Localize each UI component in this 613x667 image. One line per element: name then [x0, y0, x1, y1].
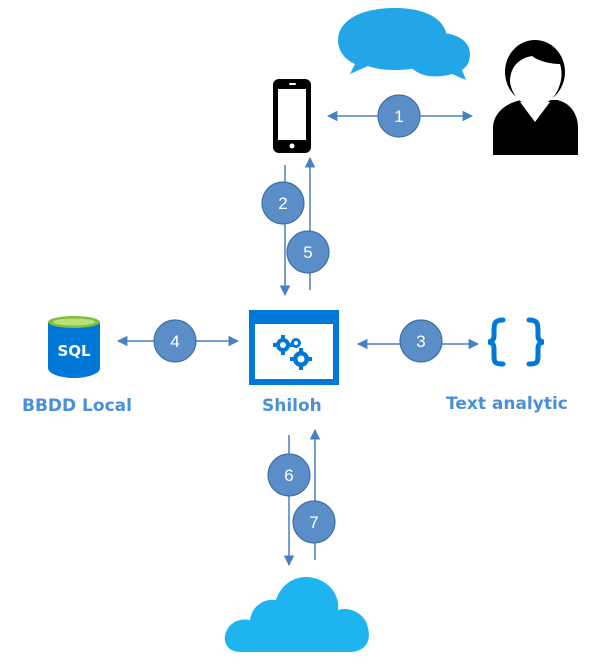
text-analytic-label: Text analytic — [446, 394, 568, 414]
step-1: 1 — [377, 94, 421, 138]
step-5-number: 5 — [303, 243, 312, 262]
cloud-icon — [224, 576, 369, 652]
app-window-gears-icon — [249, 310, 339, 385]
local-db-label: BBDD Local — [22, 396, 132, 416]
step-6: 6 — [267, 453, 311, 497]
step-3: 3 — [399, 319, 443, 363]
step-7-number: 7 — [309, 513, 318, 532]
step-4-number: 4 — [170, 332, 179, 351]
curly-braces-icon — [487, 317, 545, 367]
smartphone-icon — [273, 79, 311, 153]
step-4: 4 — [153, 319, 197, 363]
sql-database-icon: SQL — [48, 316, 100, 378]
step-7: 7 — [292, 500, 336, 544]
step-2-number: 2 — [278, 194, 287, 213]
step-2: 2 — [261, 181, 305, 225]
app-label: Shiloh — [262, 396, 322, 416]
step-5: 5 — [286, 230, 330, 274]
step-6-number: 6 — [284, 466, 293, 485]
user-person-icon — [493, 40, 578, 155]
chat-bubbles-icon — [338, 8, 470, 80]
step-3-number: 3 — [416, 332, 425, 351]
step-1-number: 1 — [394, 107, 403, 126]
sql-icon-text: SQL — [57, 342, 91, 360]
